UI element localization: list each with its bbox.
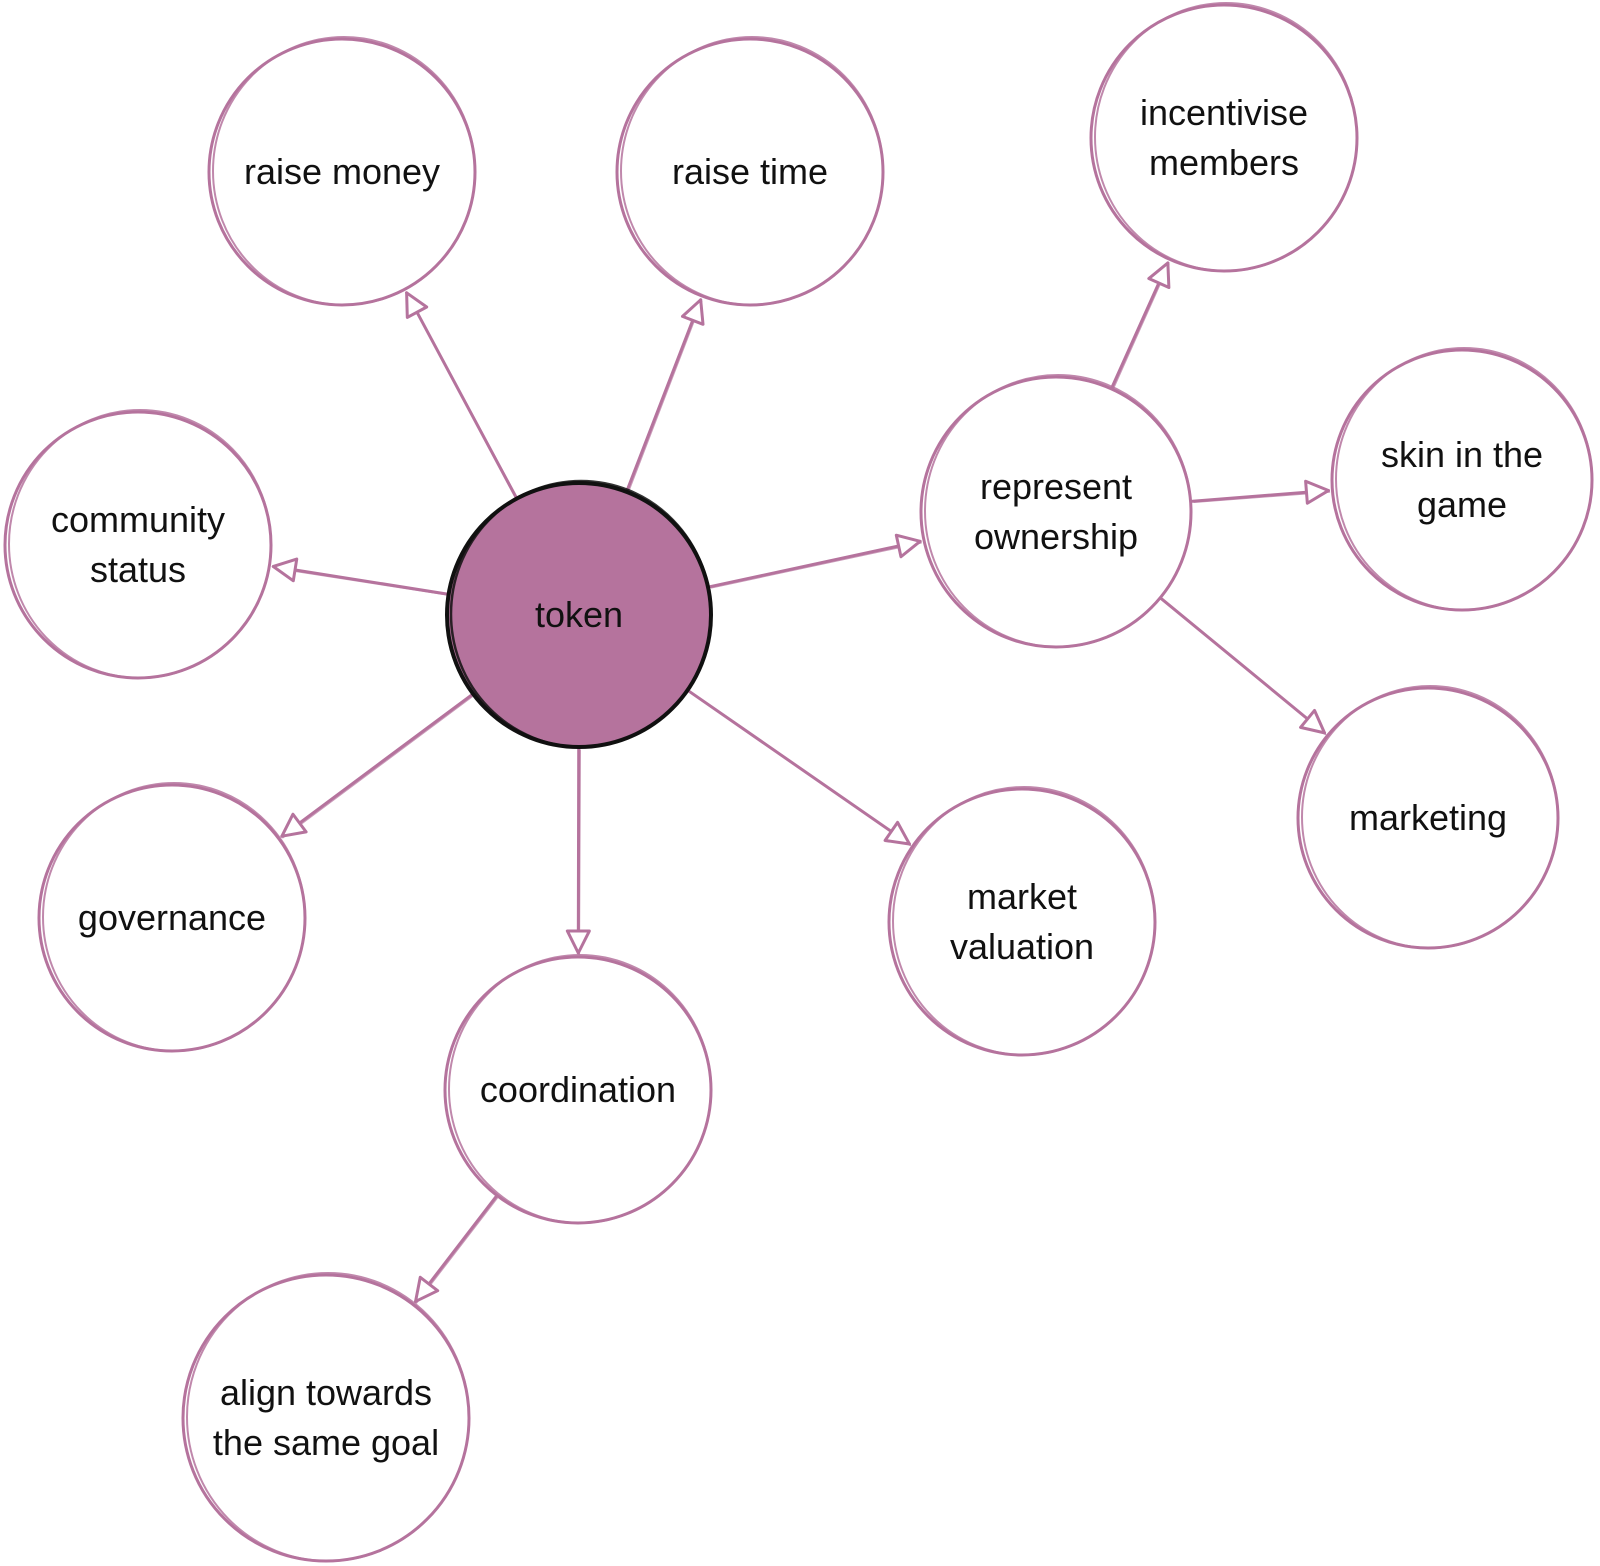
edge-token-to-raise-money: [405, 291, 519, 499]
edge-line-sketch: [1112, 263, 1170, 389]
edge-line: [708, 539, 922, 589]
node-label: marketing: [1349, 797, 1507, 838]
node-governance: governance: [37, 782, 307, 1053]
node-circle-sketch: [186, 1272, 470, 1562]
node-market-valuation: market valuation: [887, 786, 1157, 1057]
node-circle-sketch: [212, 36, 476, 306]
edge-line: [271, 564, 449, 596]
node-coordination: coordination: [443, 954, 713, 1225]
node-circle-sketch: [620, 36, 884, 306]
node-marketing: marketing: [1296, 685, 1560, 950]
edge-token-to-community-status: [271, 557, 449, 596]
node-raise-money: raise money: [207, 36, 477, 307]
edge-token-to-governance: [280, 693, 474, 839]
edge-represent-ownership-to-incentivise-members: [1110, 261, 1171, 389]
edge-line-sketch: [689, 691, 912, 847]
node-label: valuation: [950, 926, 1094, 967]
node-label: raise time: [672, 151, 828, 192]
edge-line: [625, 298, 703, 492]
arrowhead: [405, 291, 429, 319]
node-label: ownership: [974, 516, 1138, 557]
edge-token-to-coordination: [565, 747, 591, 956]
arrowhead: [1299, 708, 1327, 735]
node-circle-sketch: [924, 374, 1192, 648]
arrowhead: [894, 533, 922, 559]
nodes-layer: token raise money raise time community statu…: [3, 2, 1594, 1563]
node-circle-sketch: [1094, 2, 1358, 272]
node-label: token: [535, 594, 623, 635]
edge-line-sketch: [628, 300, 703, 492]
node-label: align towards: [220, 1372, 432, 1413]
arrowhead: [883, 820, 911, 846]
node-circle-sketch: [1335, 347, 1593, 611]
node-incentivise-members: incentivise members: [1089, 2, 1359, 273]
node-represent-ownership: represent ownership: [919, 374, 1193, 649]
node-label: the same goal: [213, 1422, 439, 1463]
arrowhead: [1304, 479, 1330, 505]
node-label: game: [1417, 484, 1507, 525]
arrowhead: [280, 812, 308, 838]
node-circle-sketch: [42, 782, 306, 1052]
edge-line: [280, 693, 474, 838]
node-label: market: [967, 876, 1077, 917]
arrowhead: [414, 1275, 440, 1303]
node-circle-sketch: [892, 786, 1156, 1056]
arrowhead: [1147, 261, 1171, 290]
arrowhead: [680, 298, 705, 326]
node-align-towards-the-same-goal: align towards the same goal: [181, 1272, 471, 1563]
edge-line-sketch: [406, 293, 519, 499]
arrowhead: [271, 557, 299, 583]
node-label: members: [1149, 142, 1299, 183]
node-label: represent: [980, 466, 1132, 507]
node-label: governance: [78, 897, 266, 938]
node-label: incentivise: [1140, 92, 1308, 133]
edges-layer: [271, 261, 1331, 1304]
edge-represent-ownership-to-marketing: [1160, 597, 1327, 736]
edge-represent-ownership-to-skin-in-the-game: [1191, 479, 1331, 505]
arrowhead: [565, 929, 591, 955]
edge-line-sketch: [1162, 599, 1327, 736]
node-label: coordination: [480, 1069, 676, 1110]
node-circle-sketch: [449, 479, 713, 749]
node-circle-sketch: [8, 409, 272, 679]
edge-line-sketch: [578, 749, 581, 956]
edge-coordination-to-align-towards-the-same-goal: [414, 1195, 499, 1304]
node-label: raise money: [244, 151, 440, 192]
edge-token-to-raise-time: [625, 298, 705, 492]
node-label: skin in the: [1381, 434, 1543, 475]
node-circle-sketch: [448, 954, 712, 1224]
node-community-status: community status: [3, 409, 273, 680]
edge-line-sketch: [273, 567, 449, 596]
node-circle-sketch: [1301, 685, 1559, 949]
node-label: community: [51, 499, 225, 540]
node-skin-in-the-game: skin in the game: [1330, 347, 1594, 612]
edge-token-to-represent-ownership: [708, 533, 922, 589]
edge-line-sketch: [710, 542, 922, 589]
node-raise-time: raise time: [615, 36, 885, 307]
edge-line-sketch: [282, 695, 474, 839]
edge-token-to-market-valuation: [687, 689, 912, 847]
node-label: status: [90, 549, 186, 590]
node-token: token: [445, 479, 713, 749]
